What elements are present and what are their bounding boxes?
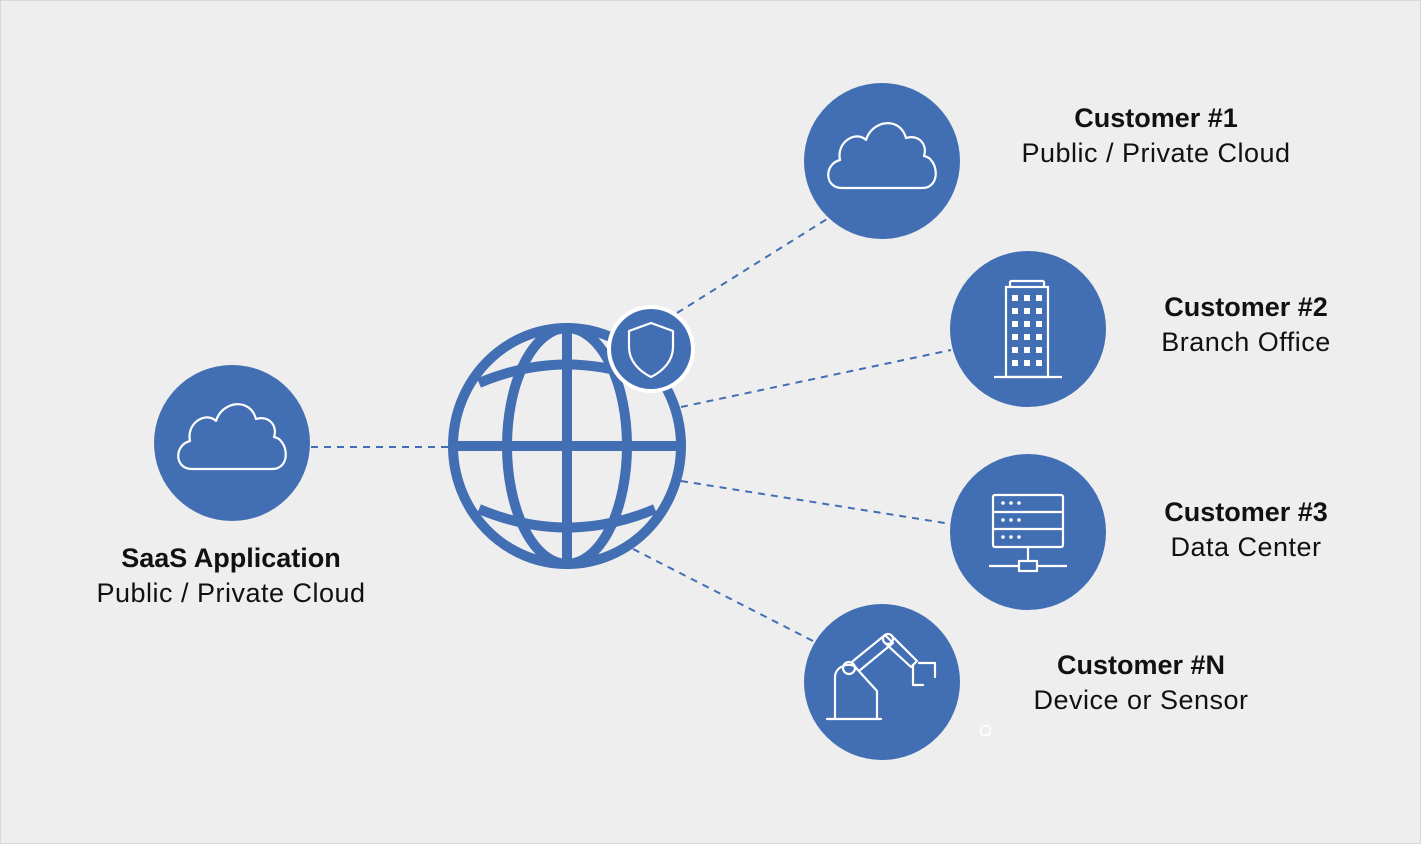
- server-rack-icon: [989, 493, 1067, 573]
- customer-3-title: Customer #3: [1164, 497, 1328, 527]
- saas-subtitle: Public / Private Cloud: [96, 578, 366, 609]
- customer-1-node: [804, 83, 960, 239]
- building-icon: [994, 279, 1062, 379]
- customer-2-title: Customer #2: [1164, 292, 1328, 322]
- customer-2-node: [950, 251, 1106, 407]
- customer-1-subtitle: Public / Private Cloud: [1021, 138, 1291, 169]
- saas-node: [154, 365, 310, 521]
- customer-3-subtitle: Data Center: [1170, 532, 1322, 563]
- cloud-icon: [827, 122, 937, 190]
- customer-n-node: [804, 604, 960, 760]
- robot-arm-icon: [825, 632, 937, 721]
- security-badge: [607, 305, 695, 393]
- shield-icon: [627, 321, 675, 379]
- customer-3-label: Customer #3 Data Center: [1111, 495, 1381, 565]
- hub-node: [448, 305, 695, 569]
- customer-2-subtitle: Branch Office: [1161, 327, 1331, 358]
- customer-1-title: Customer #1: [1074, 103, 1238, 133]
- customer-2-label: Customer #2 Branch Office: [1111, 290, 1381, 360]
- globe-icon: [448, 323, 686, 569]
- cloud-icon: [177, 403, 287, 471]
- customer-n-label: Customer #N Device or Sensor: [996, 648, 1286, 718]
- saas-label: SaaS Application Public / Private Cloud: [71, 541, 391, 611]
- customer-n-subtitle: Device or Sensor: [1033, 685, 1249, 716]
- connector-hub-to-customer-n: [632, 548, 814, 642]
- customer-1-label: Customer #1 Public / Private Cloud: [986, 101, 1326, 171]
- connector-hub-to-customer-2: [680, 349, 952, 408]
- connector-hub-to-customer-1: [676, 218, 828, 314]
- customer-3-node: [950, 454, 1106, 610]
- customer-n-title: Customer #N: [1056, 650, 1226, 680]
- marker-square: [980, 725, 991, 736]
- connector-hub-to-customer-3: [680, 480, 952, 525]
- saas-title: SaaS Application: [121, 543, 341, 573]
